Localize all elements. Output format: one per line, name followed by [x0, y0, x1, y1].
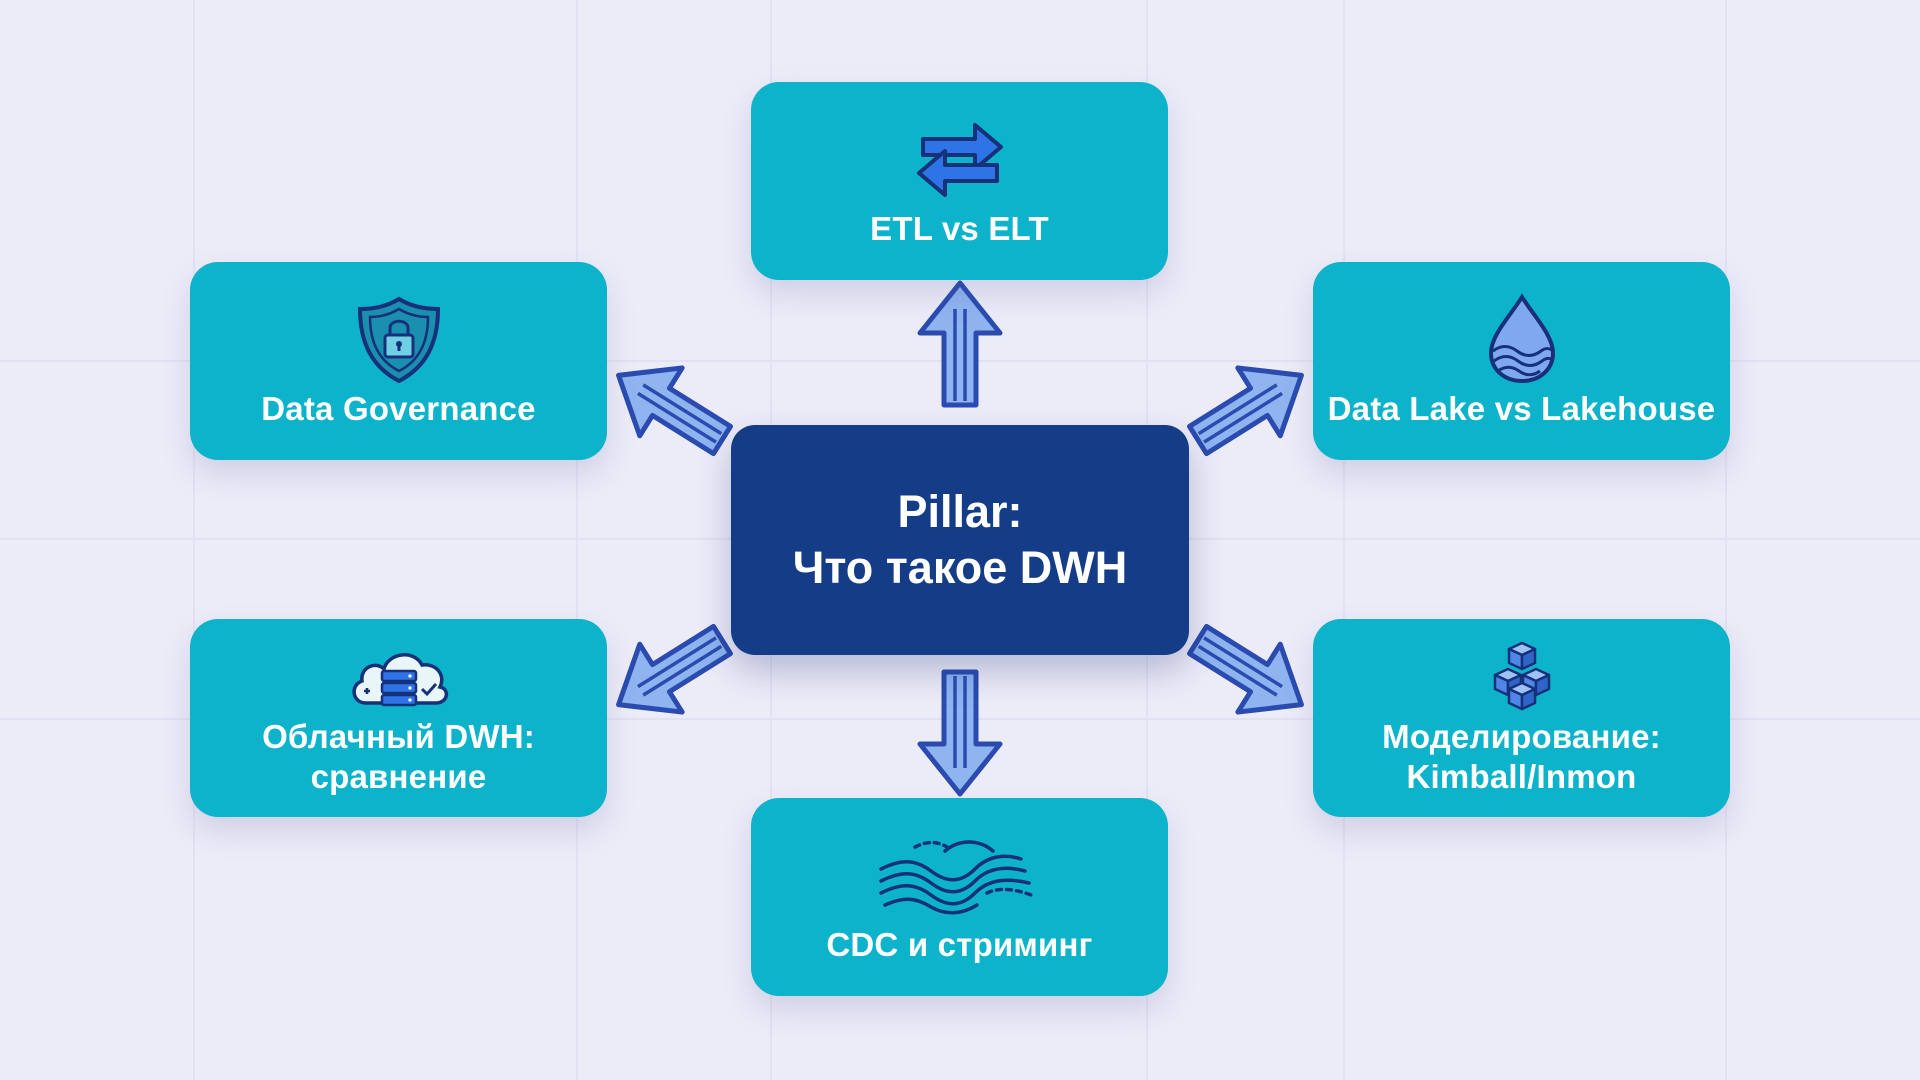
center-title-line-2: Что такое DWH — [792, 542, 1128, 593]
arrow-up-left — [597, 341, 743, 473]
node-etl-vs-elt: ETL vs ELT — [751, 82, 1168, 280]
node-label-line-2: Kimball/Inmon — [1406, 758, 1637, 795]
waves-icon — [875, 829, 1045, 921]
arrow-down-right — [1177, 606, 1323, 738]
shield-lock-icon — [344, 293, 454, 385]
node-data-lake-vs-lakehouse: Data Lake vs Lakehouse — [1313, 262, 1730, 460]
node-label: Data Governance — [261, 390, 536, 427]
node-data-governance: Data Governance — [190, 262, 607, 460]
cloud-server-icon — [344, 639, 454, 713]
node-label-line-1: Облачный DWH: — [262, 718, 535, 755]
node-label: Data Lake vs Lakehouse — [1327, 390, 1716, 427]
node-label-line-2: сравнение — [310, 758, 487, 795]
grid-line — [1343, 0, 1345, 1080]
arrow-down — [920, 672, 1000, 794]
water-drop-icon — [1467, 293, 1577, 385]
node-modeling-kimball-inmon: Моделирование: Kimball/Inmon — [1313, 619, 1730, 817]
arrow-down-left — [597, 606, 743, 738]
arrow-up-right — [1177, 341, 1323, 473]
center-pillar-node: Pillar: Что такое DWH — [731, 425, 1189, 655]
node-label: ETL vs ELT — [870, 210, 1049, 247]
arrow-up — [920, 283, 1000, 405]
node-cdc-streaming: CDC и стриминг — [751, 798, 1168, 996]
center-title-line-1: Pillar: — [897, 486, 1023, 537]
grid-line — [193, 0, 195, 1080]
grid-line — [576, 0, 578, 1080]
grid-line — [1725, 0, 1727, 1080]
node-label-line-1: Моделирование: — [1382, 718, 1661, 755]
swap-arrows-icon — [905, 113, 1015, 205]
node-cloud-dwh: Облачный DWH: сравнение — [190, 619, 607, 817]
node-label: CDC и стриминг — [826, 926, 1093, 963]
cubes-icon — [1467, 639, 1577, 713]
